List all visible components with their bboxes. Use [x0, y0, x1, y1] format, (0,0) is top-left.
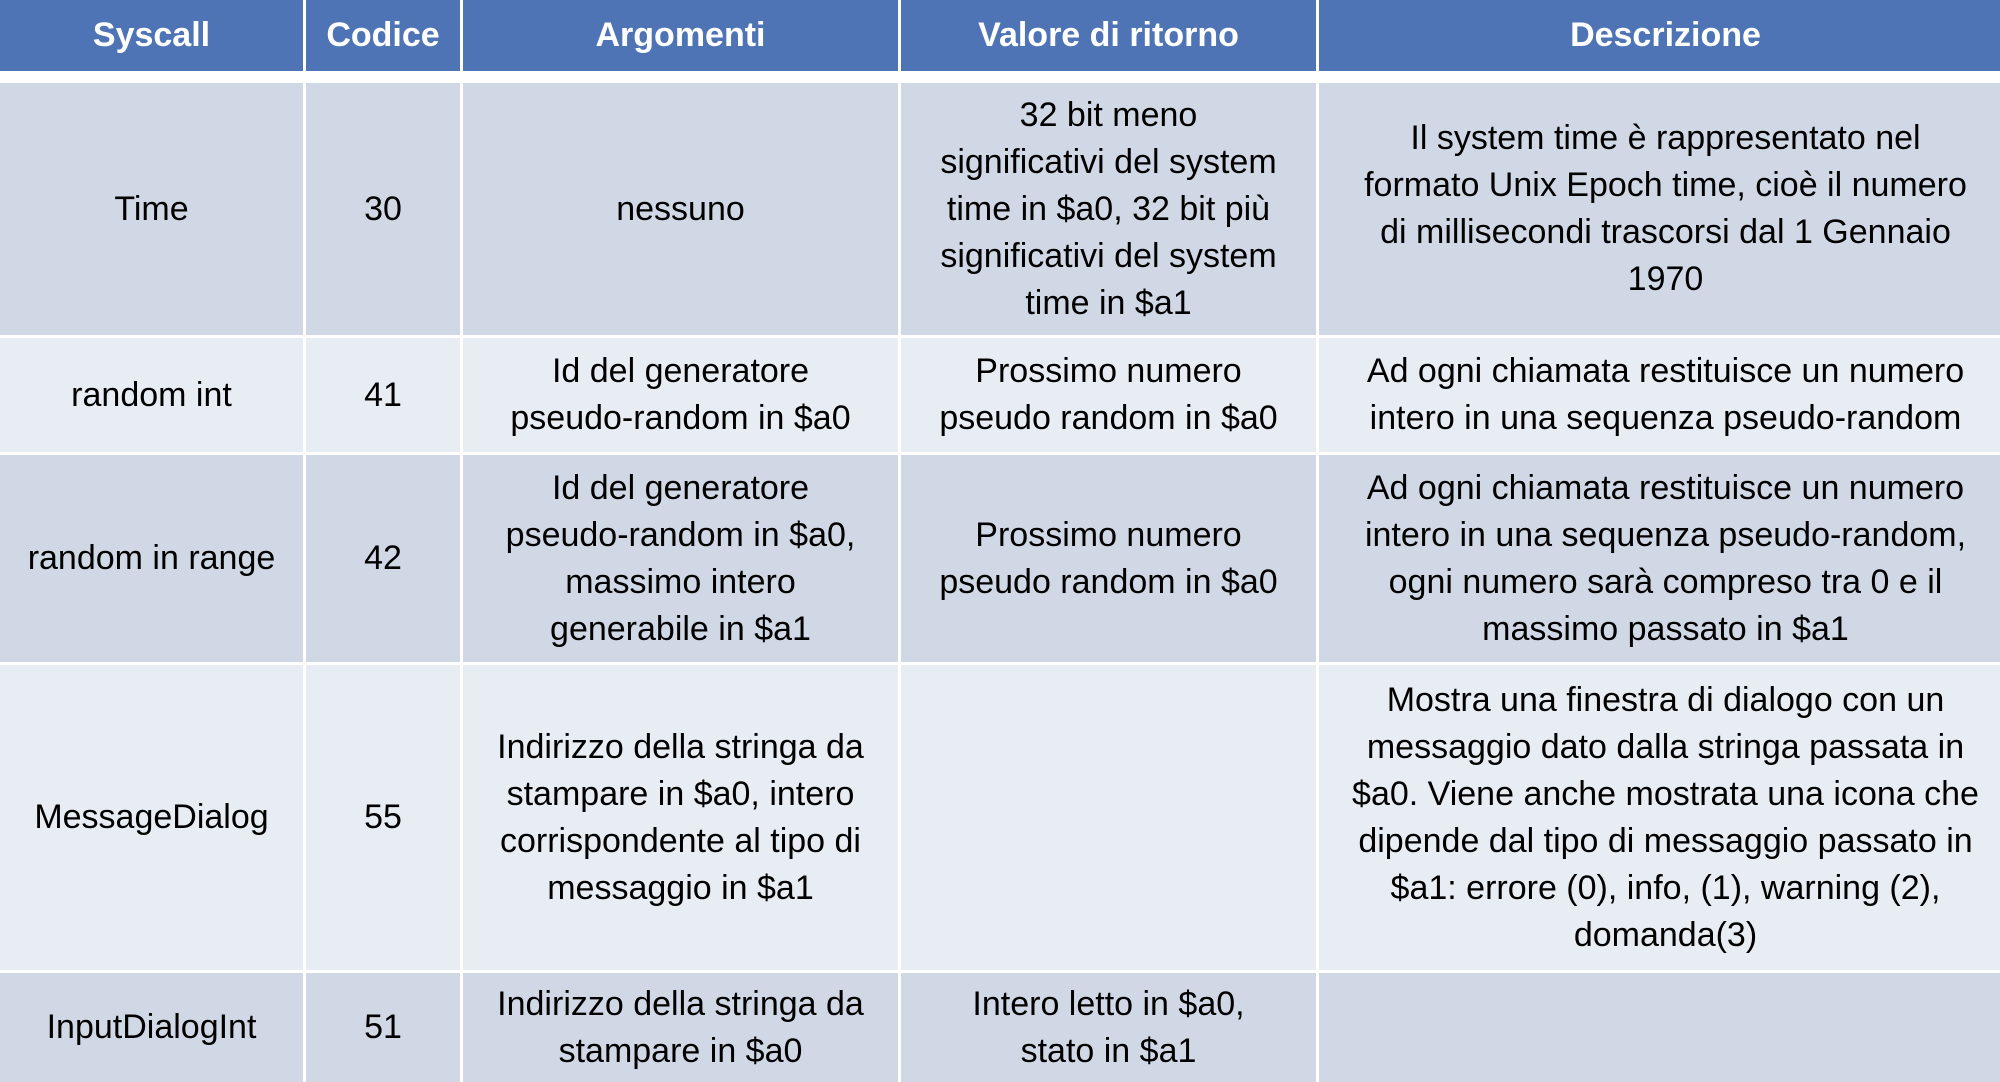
cell-codice: 30 — [306, 83, 460, 335]
cell-argomenti: Id del generatore pseudo-random in $a0, … — [463, 455, 898, 662]
cell-syscall: Time — [0, 83, 303, 335]
header-syscall: Syscall — [0, 0, 303, 71]
cell-argomenti: Indirizzo della stringa da stampare in $… — [463, 665, 898, 970]
cell-syscall: random in range — [0, 455, 303, 662]
cell-codice: 55 — [306, 665, 460, 970]
cell-descrizione: Il system time è rappresentato nel forma… — [1319, 83, 2000, 335]
cell-syscall: InputDialogInt — [0, 973, 303, 1082]
cell-codice: 42 — [306, 455, 460, 662]
cell-valore-di-ritorno: Prossimo numero pseudo random in $a0 — [901, 455, 1316, 662]
cell-syscall: MessageDialog — [0, 665, 303, 970]
cell-descrizione: Ad ogni chiamata restituisce un numero i… — [1319, 338, 2000, 452]
cell-descrizione — [1319, 973, 2000, 1082]
cell-argomenti: Indirizzo della stringa da stampare in $… — [463, 973, 898, 1082]
cell-valore-di-ritorno — [901, 665, 1316, 970]
header-valore-di-ritorno: Valore di ritorno — [901, 0, 1316, 71]
cell-descrizione: Ad ogni chiamata restituisce un numero i… — [1319, 455, 2000, 662]
header-codice: Codice — [306, 0, 460, 71]
cell-codice: 41 — [306, 338, 460, 452]
header-descrizione: Descrizione — [1319, 0, 2000, 71]
cell-syscall: random int — [0, 338, 303, 452]
header-argomenti: Argomenti — [463, 0, 898, 71]
cell-descrizione: Mostra una finestra di dialogo con un me… — [1319, 665, 2000, 970]
cell-valore-di-ritorno: Prossimo numero pseudo random in $a0 — [901, 338, 1316, 452]
cell-codice: 51 — [306, 973, 460, 1082]
cell-argomenti: Id del generatore pseudo-random in $a0 — [463, 338, 898, 452]
cell-valore-di-ritorno: 32 bit meno significativi del system tim… — [901, 83, 1316, 335]
cell-valore-di-ritorno: Intero letto in $a0, stato in $a1 — [901, 973, 1316, 1082]
header-separator — [0, 74, 2000, 80]
cell-argomenti: nessuno — [463, 83, 898, 335]
